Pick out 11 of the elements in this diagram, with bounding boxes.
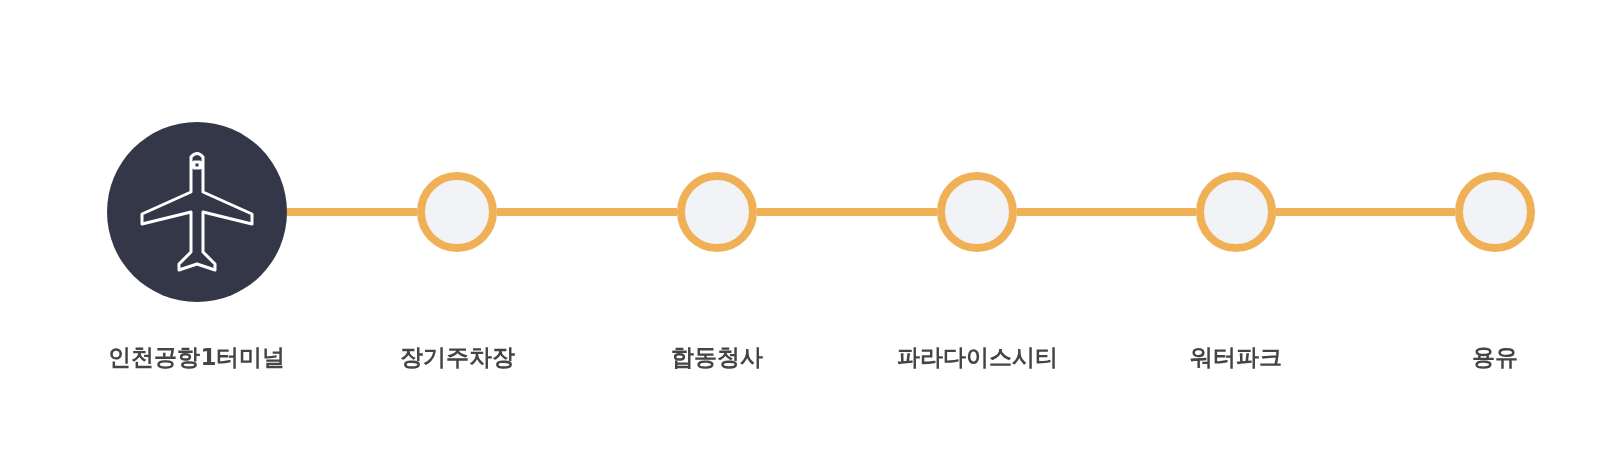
route-line	[1017, 208, 1196, 216]
route-line	[497, 208, 677, 216]
route-line	[1276, 208, 1455, 216]
station-name: 용유	[1471, 343, 1519, 372]
station-name: 워터파크	[1189, 343, 1283, 372]
station-name: 파라다이스시티	[895, 343, 1059, 372]
station-name: 합동청사	[670, 343, 764, 372]
station-name: 장기주차장	[398, 343, 516, 372]
route-line	[287, 208, 417, 216]
station-name: 인천공항1터미널	[107, 343, 287, 372]
route-line	[757, 208, 937, 216]
